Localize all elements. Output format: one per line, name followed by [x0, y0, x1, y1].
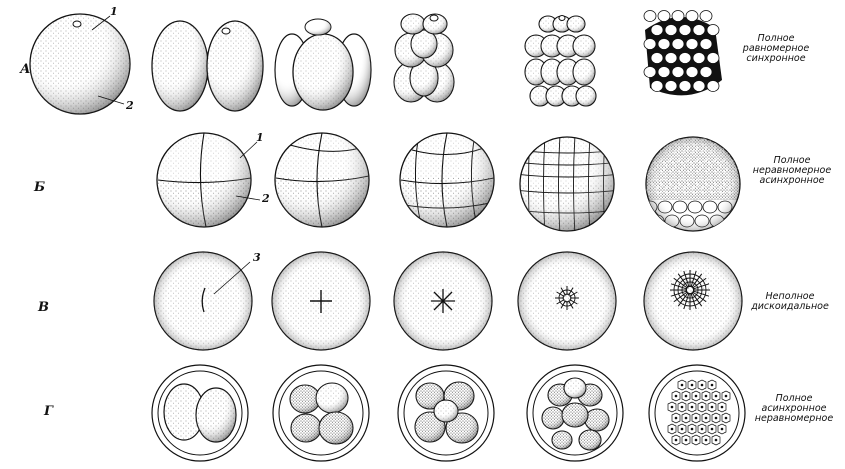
- row-g-stage-2: [273, 365, 369, 461]
- row-a-stage-3-four-cells: [275, 19, 371, 110]
- callout-v-3: 3: [253, 251, 261, 264]
- callout-b-1: 1: [256, 131, 264, 144]
- type-label-b: Полное неравномерное асинхронное: [746, 156, 838, 186]
- blastomere-g4-4: [542, 407, 564, 429]
- morula-cell-23: [672, 67, 684, 78]
- blastomere-g2-3: [291, 414, 321, 442]
- morula-cell-2: [658, 11, 670, 22]
- morula-cell-14: [686, 39, 698, 50]
- micromere: [647, 139, 653, 145]
- row-b-stage-4: [515, 135, 625, 239]
- blastomere-g2-2: [316, 383, 348, 413]
- blastomere-g2-4: [319, 412, 353, 444]
- blastomere-g4-7: [552, 431, 572, 449]
- morula-cell-21: [644, 67, 656, 78]
- row-v-stage-2: [272, 252, 370, 350]
- morula-cell-9: [693, 25, 705, 36]
- micromere: [732, 147, 738, 153]
- blastomere-a5-7: [573, 35, 595, 57]
- row-b-stage-2: [270, 130, 380, 233]
- row-g-stage-5: [649, 365, 745, 461]
- morula-cell-5: [700, 11, 712, 22]
- morula-cell-18: [679, 53, 691, 64]
- row-letter-v: В: [38, 300, 49, 315]
- micromere: [728, 139, 734, 145]
- morula-cell-22: [658, 67, 670, 78]
- row-a-stage-1-zygote: [30, 14, 130, 114]
- morula-cell-4: [686, 11, 698, 22]
- row-v-stage-1: [154, 252, 252, 350]
- morula-cell-10: [707, 25, 719, 36]
- row-v-stage-4: [518, 252, 616, 350]
- blastomere-a5-3: [567, 16, 585, 32]
- row-b-stage-3: [395, 130, 505, 233]
- morula-cell-13: [672, 39, 684, 50]
- morula-cell-29: [693, 81, 705, 92]
- blastomere-a4-7: [401, 14, 425, 34]
- morula-cell-17: [665, 53, 677, 64]
- morula-cell-6: [651, 25, 663, 36]
- morula-cell-24: [686, 67, 698, 78]
- morula-cell-30: [707, 81, 719, 92]
- row-v-stage-3: [394, 252, 492, 350]
- morula-cell-28: [679, 81, 691, 92]
- morula-cell-19: [693, 53, 705, 64]
- row-g-stage-1: [152, 365, 248, 461]
- type-label-a: Полное равномерное синхронное: [730, 34, 822, 64]
- row-b-stage-5: [640, 130, 750, 231]
- callout-a-2: 2: [126, 99, 134, 112]
- morula-cell-25: [700, 67, 712, 78]
- type-label-g-line-3: неравномерное: [748, 414, 840, 424]
- morula-cell-20: [707, 53, 719, 64]
- row-a-stage-6-morula: [644, 11, 722, 96]
- blastomere-g3-5: [434, 400, 458, 422]
- type-label-g: Полное асинхронное неравномерное: [748, 394, 840, 424]
- row-a-stage-5-sixteen-cells: [525, 16, 596, 107]
- morula-cell-16: [651, 53, 663, 64]
- callout-b-2: 2: [262, 192, 270, 205]
- morula-cell-15: [700, 39, 712, 50]
- blastomere-a5-11: [573, 59, 595, 85]
- blastomere-g4-5: [585, 409, 609, 431]
- morula-cell-12: [658, 39, 670, 50]
- type-label-a-line-3: синхронное: [730, 54, 822, 64]
- morula-cell-26: [651, 81, 663, 92]
- row-letter-a: А: [20, 62, 31, 77]
- row-v-stage-5: [644, 252, 742, 350]
- row-letter-b: Б: [34, 180, 45, 195]
- callout-a-1: 1: [110, 5, 118, 18]
- blastomere-g4-3: [564, 378, 586, 398]
- row-g-stage-3: [398, 365, 494, 461]
- type-label-b-line-3: асинхронное: [746, 176, 838, 186]
- morula-cell-11: [644, 39, 656, 50]
- morula-cell-27: [665, 81, 677, 92]
- micromere: [719, 139, 725, 145]
- micromere: [651, 147, 657, 153]
- morula-cell-7: [665, 25, 677, 36]
- micromere: [656, 139, 662, 145]
- row-a-stage-2-two-cells: [152, 21, 263, 111]
- morula-cell-3: [672, 11, 684, 22]
- blastomere-a5-15: [576, 86, 596, 106]
- morula-cell-1: [644, 11, 656, 22]
- row-letter-g: Г: [44, 404, 53, 419]
- row-b-stage-1: [150, 130, 260, 230]
- row-a-stage-4-eight-cells: [394, 14, 454, 102]
- row-g-stage-4: [527, 365, 623, 461]
- morula-cell-8: [679, 25, 691, 36]
- blastomere-g4-6: [562, 403, 588, 427]
- type-label-v-line-2: дискоидальное: [744, 302, 836, 312]
- blastomere-g4-8: [579, 430, 601, 450]
- type-label-v: Неполное дискоидальное: [744, 292, 836, 312]
